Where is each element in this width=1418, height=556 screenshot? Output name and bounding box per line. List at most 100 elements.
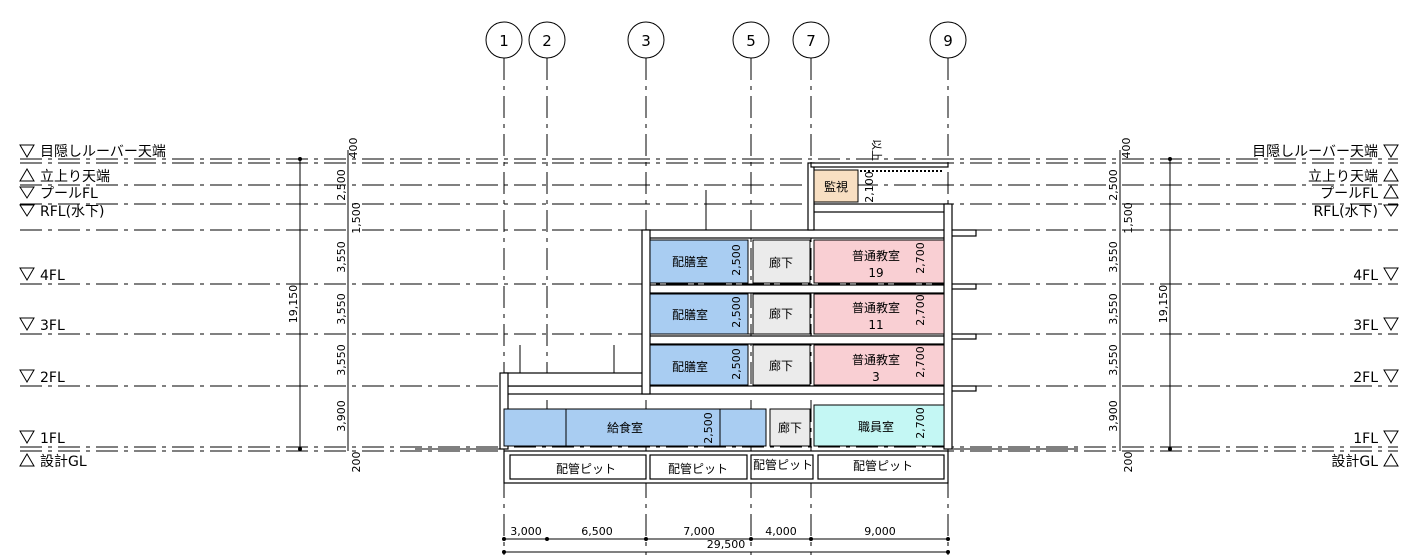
- dim-400-right: 400: [1120, 138, 1133, 159]
- pit-2: [649, 454, 748, 480]
- level-label-parapet-right: 立上り天端: [1308, 169, 1378, 185]
- room-label-haizen-2f: 配膳室: [672, 359, 708, 374]
- level-label-pool-right: プールFL: [1320, 186, 1378, 202]
- column-7-upper: [807, 162, 815, 231]
- level-marker-pool-right: [1383, 185, 1399, 199]
- rooms: 配膳室 2,500 廊下 普通教室 19 2,700 配膳室 2,500 廊下 …: [503, 139, 945, 480]
- level-marker-rfl-left: [19, 204, 35, 217]
- room-rouka-3f: [752, 293, 811, 335]
- dim-tick: [298, 447, 302, 451]
- room-kanshi: [813, 169, 859, 203]
- room-label-futsu-4f: 普通教室: [852, 248, 900, 263]
- room-label-kyushoku: 給食室: [607, 420, 643, 435]
- level-marker-gl-right: [1383, 453, 1399, 467]
- span-dim-total: 29,500: [707, 538, 746, 551]
- level-marker-rfl-right: [1383, 204, 1399, 217]
- grid-label-7: 7: [806, 32, 816, 50]
- dim-3550-2fl-right: 3,550: [1107, 344, 1120, 376]
- right-level-labels: 目隠しルーバー天端 立上り天端 プールFL RFL(水下) 4FL 3FL 2F…: [1252, 144, 1399, 470]
- room-label-rouka-2f: 廊下: [769, 358, 793, 373]
- room-haizen-4f: [649, 239, 749, 284]
- room-height-futsu-2f: 2,700: [914, 346, 927, 378]
- pit-3: [750, 454, 814, 480]
- level-label-parapet-left: 立上り天端: [40, 169, 110, 185]
- dim-1500-left: 1,500: [350, 202, 363, 234]
- dim-200-right: 200: [1122, 452, 1135, 473]
- dim-3550-2fl-left: 3,550: [335, 344, 348, 376]
- level-marker-3fl-right: [1383, 317, 1399, 331]
- level-marker-2fl-right: [1383, 369, 1399, 383]
- grid-label-2: 2: [542, 32, 552, 50]
- level-label-3fl-left: 3FL: [40, 318, 65, 334]
- level-marker-2fl-left: [19, 369, 35, 383]
- room-number-19: 19: [868, 266, 883, 280]
- span-dim-4: 4,000: [765, 525, 797, 538]
- roof-slab: [645, 229, 949, 239]
- level-label-4fl-right: 4FL: [1353, 268, 1378, 284]
- level-label-rfl-left: RFL(水下): [40, 204, 105, 220]
- dim-3550-4fl-right: 3,550: [1107, 241, 1120, 273]
- pit-label-4: 配管ピット: [853, 458, 913, 473]
- room-label-futsu-2f: 普通教室: [852, 352, 900, 367]
- left-level-dimensions: 19,150 400 2,500 1,500 3,550 3,550 3,550…: [287, 138, 363, 473]
- pit-1: [509, 454, 647, 480]
- grid-label-3: 3: [641, 32, 651, 50]
- room-label-rouka-3f: 廊下: [769, 306, 793, 321]
- room-label-haizen-3f: 配膳室: [672, 307, 708, 322]
- room-label-haizen-4f: 配膳室: [672, 254, 708, 269]
- pool-slab: [810, 203, 949, 213]
- level-label-2fl-left: 2FL: [40, 370, 65, 386]
- slab-4fl: [645, 284, 949, 294]
- total-dim-text-right: 19,150: [1157, 285, 1170, 324]
- grid-label-9: 9: [943, 32, 953, 50]
- level-marker-louver-right: [1383, 144, 1399, 158]
- level-label-4fl-left: 4FL: [40, 268, 65, 284]
- level-marker-gl-left: [19, 453, 35, 467]
- dim-tick: [502, 550, 506, 554]
- pool-top: [810, 162, 949, 168]
- level-marker-1fl-left: [19, 430, 35, 444]
- room-label-shokuin: 職員室: [858, 419, 894, 434]
- dim-tick: [1168, 157, 1172, 161]
- level-label-louver-left: 目隠しルーバー天端: [40, 144, 166, 160]
- slab-2fl: [503, 385, 949, 395]
- room-rouka-4f: [752, 239, 811, 284]
- dim-tick: [545, 537, 549, 541]
- level-marker-pool-left: [19, 186, 35, 199]
- dim-tick: [946, 537, 950, 541]
- dim-tick: [749, 537, 753, 541]
- room-futsu-3f: [813, 293, 945, 335]
- level-label-gl-left: 設計GL: [40, 454, 87, 470]
- room-haizen-2f: [649, 344, 749, 386]
- grid-label-1: 1: [499, 32, 509, 50]
- level-label-3fl-right: 3FL: [1353, 318, 1378, 334]
- dim-tick: [946, 550, 950, 554]
- level-marker-1fl-right: [1383, 430, 1399, 444]
- level-label-2fl-right: 2FL: [1353, 370, 1378, 386]
- dim-3550-3fl-left: 3,550: [335, 293, 348, 325]
- level-marker-4fl-right: [1383, 267, 1399, 281]
- pit-label-2: 配管ピット: [668, 461, 728, 476]
- dim-400-left: 400: [347, 138, 360, 159]
- room-height-futsu-4f: 2,700: [914, 242, 927, 274]
- level-label-1fl-left: 1FL: [40, 431, 65, 447]
- room-number-3: 3: [872, 370, 880, 384]
- dim-tick: [298, 157, 302, 161]
- dim-3900-left: 3,900: [335, 400, 348, 432]
- room-label-kanshi: 監視: [824, 179, 848, 194]
- room-haizen-3f: [649, 293, 749, 335]
- room-height-ijo: 以上: [870, 139, 883, 161]
- dim-tick: [809, 537, 813, 541]
- column-9: [943, 203, 953, 450]
- total-dim-text-left: 19,150: [287, 285, 300, 324]
- dim-tick: [1168, 447, 1172, 451]
- room-height-shokuin: 2,700: [914, 407, 927, 439]
- span-dimensions: 3,000 6,500 7,000 4,000 9,000 29,500: [502, 525, 950, 554]
- room-rouka-1f: [769, 408, 811, 447]
- dim-200-left: 200: [350, 452, 363, 473]
- room-height-haizen-4f: 2,500: [730, 244, 743, 276]
- level-label-pool-left: プールFL: [40, 186, 98, 202]
- room-height-kyushoku: 2,500: [702, 412, 715, 444]
- slab-3fl: [645, 335, 949, 345]
